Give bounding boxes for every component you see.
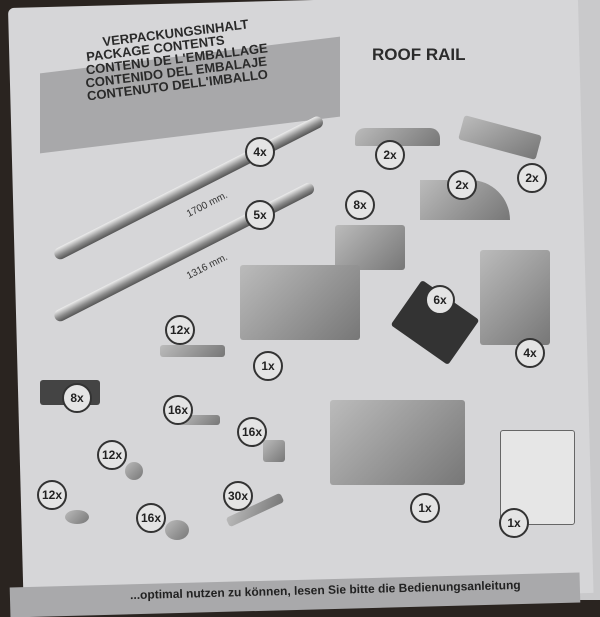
count-badge: 1x	[253, 351, 283, 381]
large-bracket	[330, 400, 465, 485]
count-badge: 1x	[499, 508, 529, 538]
count-badge: 5x	[245, 200, 275, 230]
count-badge: 12x	[165, 315, 195, 345]
end-cap	[355, 128, 440, 146]
count-badge: 16x	[136, 503, 166, 533]
bolt	[160, 345, 225, 357]
count-badge: 2x	[375, 140, 405, 170]
count-badge: 2x	[447, 170, 477, 200]
count-badge: 30x	[223, 481, 253, 511]
count-badge: 12x	[97, 440, 127, 470]
count-badge: 4x	[515, 338, 545, 368]
page-title: ROOF RAIL	[372, 45, 466, 64]
side-bracket	[480, 250, 550, 345]
count-badge: 2x	[517, 163, 547, 193]
count-badge: 12x	[37, 480, 67, 510]
lock-washer	[165, 520, 189, 540]
count-badge: 16x	[163, 395, 193, 425]
square-nut	[263, 440, 285, 462]
instruction-booklet	[500, 430, 575, 525]
clamp	[335, 225, 405, 270]
count-badge: 4x	[245, 137, 275, 167]
mount-bracket	[240, 265, 360, 340]
count-badge: 1x	[410, 493, 440, 523]
count-badge: 6x	[425, 285, 455, 315]
nut	[125, 462, 143, 480]
screw	[180, 415, 220, 425]
count-badge: 16x	[237, 417, 267, 447]
count-badge: 8x	[62, 383, 92, 413]
count-badge: 8x	[345, 190, 375, 220]
washer	[65, 510, 89, 524]
